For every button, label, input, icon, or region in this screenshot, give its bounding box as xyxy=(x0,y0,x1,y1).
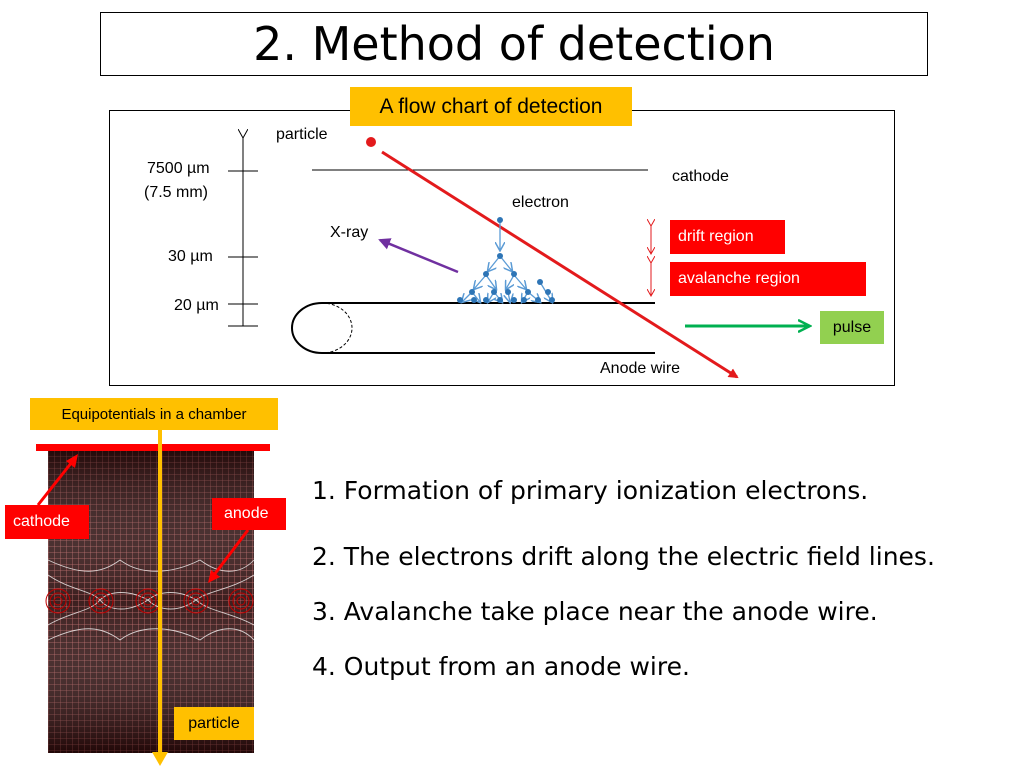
drift-region-tag: drift region xyxy=(670,220,785,254)
xray-arrow xyxy=(378,238,459,274)
cathode-label: cathode xyxy=(672,168,729,185)
scale-20-label: 20 µm xyxy=(174,297,219,314)
scale-mm-label: (7.5 mm) xyxy=(144,184,208,201)
flow-chart-heading: A flow chart of detection xyxy=(350,87,632,126)
electron-dots xyxy=(457,217,555,303)
particle-track xyxy=(381,150,739,379)
avalanche-region-tag: avalanche region xyxy=(670,262,866,296)
particle-label: particle xyxy=(276,126,328,143)
scale-7500-label: 7500 µm xyxy=(147,160,210,177)
step-3: 3. Avalanche take place near the anode w… xyxy=(312,597,878,626)
electron-label: electron xyxy=(512,194,569,211)
scale-bar xyxy=(228,138,258,327)
equipotential-particle-tag: particle xyxy=(174,707,254,740)
slide-title: 2. Method of detection xyxy=(100,12,928,76)
pulse-tag: pulse xyxy=(820,311,884,344)
step-1: 1. Formation of primary ionization elect… xyxy=(312,476,869,505)
step-2: 2. The electrons drift along the electri… xyxy=(312,542,935,571)
equipotential-heading: Equipotentials in a chamber xyxy=(30,398,278,430)
anode-wire-label: Anode wire xyxy=(600,360,681,377)
equipotential-cathode-tag: cathode xyxy=(5,505,89,539)
particle-dot xyxy=(366,137,376,147)
scale-30-label: 30 µm xyxy=(168,248,213,265)
equipotential-anode-tag: anode xyxy=(212,498,286,530)
step-4: 4. Output from an anode wire. xyxy=(312,652,690,681)
xray-label: X-ray xyxy=(330,224,369,241)
